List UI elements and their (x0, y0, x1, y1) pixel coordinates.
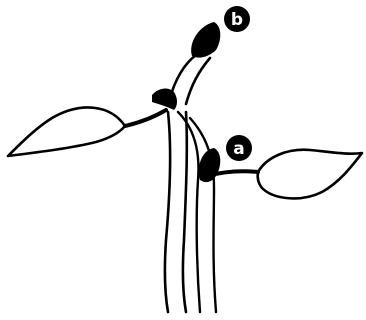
label-b-text: b (231, 10, 243, 30)
terminal-bud (191, 22, 220, 58)
right-leaf (258, 150, 362, 199)
label-a: a (226, 135, 252, 161)
left-leaf-petiole (125, 110, 166, 126)
label-b: b (224, 6, 250, 32)
upper-axillary-bud (152, 88, 177, 110)
label-a-text: a (233, 139, 244, 159)
axillary-bud (199, 148, 221, 182)
left-leaf (8, 108, 125, 156)
main-stem (165, 112, 187, 312)
